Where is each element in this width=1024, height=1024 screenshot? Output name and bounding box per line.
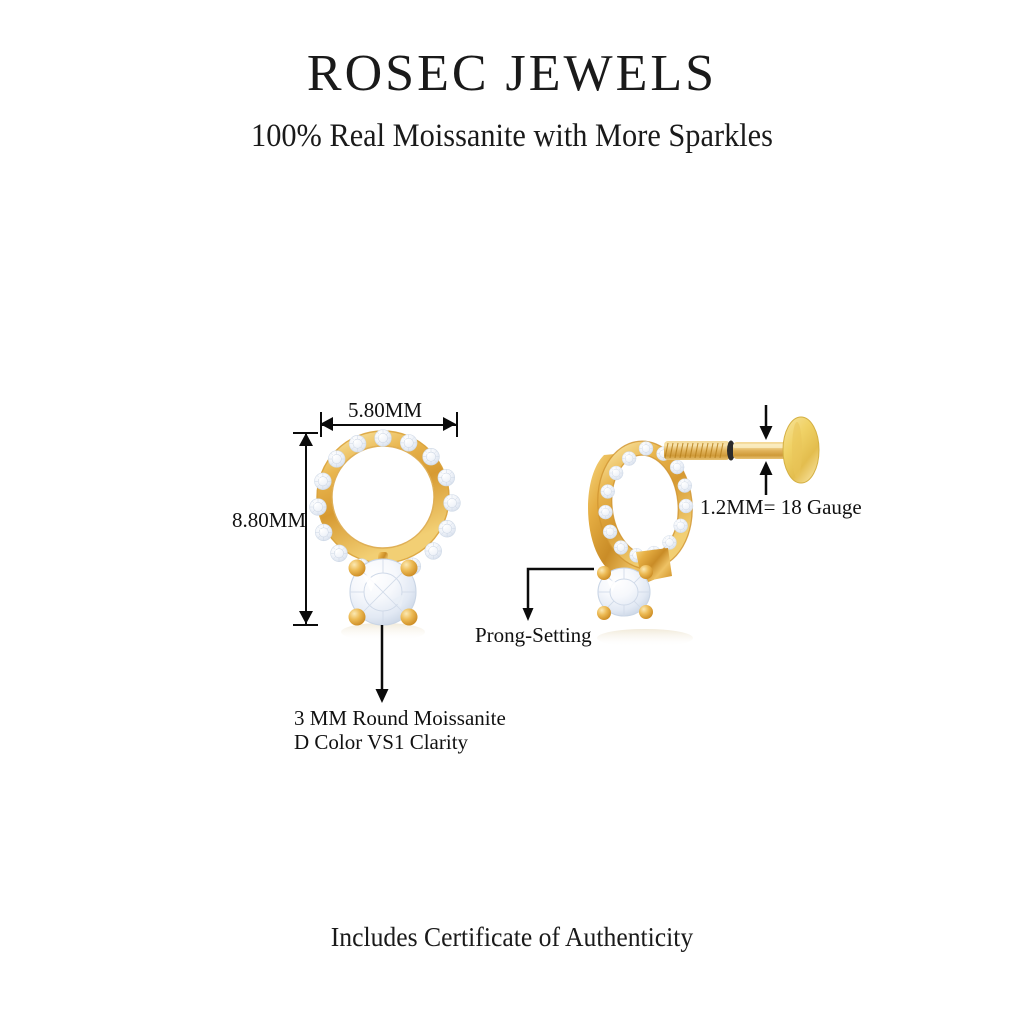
angled-pave-ring: [588, 440, 694, 584]
height-dimension-label: 8.80MM: [232, 508, 307, 532]
gauge-arrow-up: [759, 461, 773, 475]
height-rule: [305, 434, 307, 624]
gauge-arrow-down: [759, 426, 773, 440]
brand-tagline: 100% Real Moissanite with More Sparkles: [251, 118, 773, 154]
front-view-earring: [309, 429, 461, 641]
width-arrow-left: [320, 417, 333, 431]
center-stone-caption-line1: 3 MM Round Moissanite: [294, 706, 506, 730]
prong-leader-arrowhead: [522, 608, 534, 621]
width-rule: [322, 424, 456, 426]
center-stone-caption-line2: D Color VS1 Clarity: [294, 730, 469, 754]
screw-back-post: [664, 416, 820, 484]
prong-setting-label: Prong-Setting: [475, 623, 592, 647]
height-tick-top: [293, 432, 318, 434]
height-arrow-down: [299, 611, 313, 624]
width-arrow-right: [443, 417, 456, 431]
width-dimension-label: 5.80MM: [348, 398, 423, 422]
prong-set-angled: [597, 565, 653, 620]
width-tick-right: [456, 412, 458, 437]
height-tick-bottom: [293, 624, 318, 626]
height-arrow-up: [299, 433, 313, 446]
angled-view-earring-with-screw-back: [588, 416, 820, 647]
center-stone-arrowhead: [375, 689, 389, 703]
prong-setting-leader: [526, 567, 594, 610]
certificate-note: Includes Certificate of Authenticity: [330, 922, 694, 952]
center-solitaire-angled: [597, 567, 651, 617]
width-tick-left: [320, 412, 322, 437]
brand-title: ROSEC JEWELS: [306, 45, 718, 102]
center-solitaire-front: [349, 558, 417, 626]
pave-stone-ring: [309, 429, 461, 581]
prong-set-front: [348, 559, 418, 626]
gauge-label: 1.2MM= 18 Gauge: [700, 495, 862, 519]
